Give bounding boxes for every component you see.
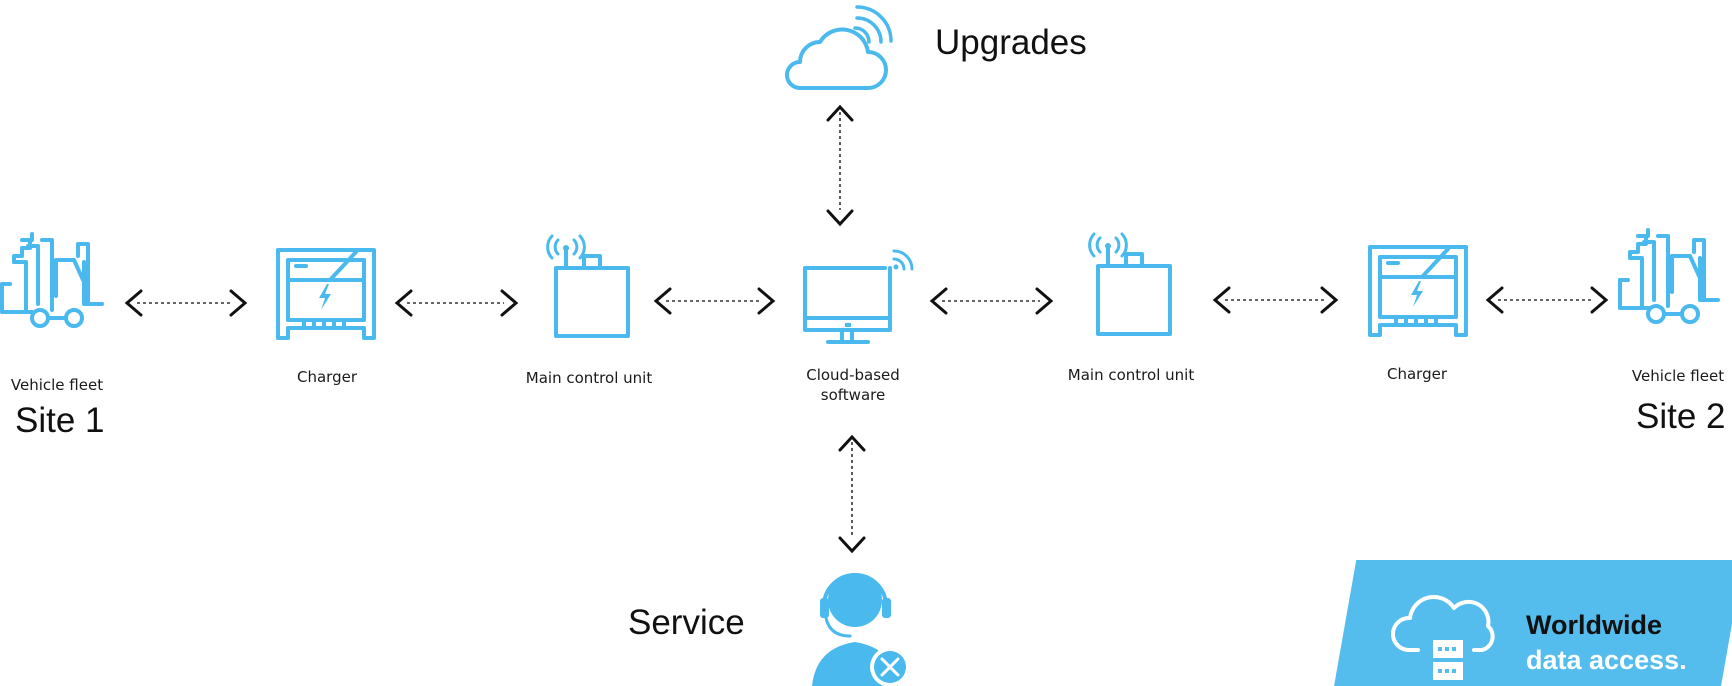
- banner-line2: data access.: [1526, 645, 1687, 675]
- bidirectional-arrow-3: [653, 287, 776, 315]
- worldwide-data-banner: Worldwide data access.: [1334, 560, 1732, 686]
- charger-right-icon: [1368, 245, 1468, 337]
- cloud-server-icon: [1391, 594, 1495, 680]
- main-control-unit-right-label: Main control unit: [1068, 366, 1195, 384]
- vehicle-fleet-left-label: Vehicle fleet: [11, 376, 103, 394]
- bidirectional-arrow-1: [124, 289, 248, 317]
- vertical-arrow-upgrades: [826, 104, 854, 227]
- service-label: Service: [628, 603, 745, 642]
- bidirectional-arrow-6: [1485, 286, 1609, 314]
- vehicle-fleet-left-icon: [0, 232, 104, 328]
- cloud-software-label-line2: software: [821, 386, 885, 404]
- main-control-unit-left-icon: [546, 234, 630, 338]
- banner-line1: Worldwide: [1526, 610, 1662, 640]
- main-control-unit-left-label: Main control unit: [526, 369, 653, 387]
- main-control-unit-right-icon: [1088, 232, 1172, 336]
- site1-label: Site 1: [15, 401, 105, 440]
- support-agent-icon: [812, 573, 910, 686]
- charger-left-icon: [276, 248, 376, 340]
- vehicle-fleet-right-icon: [1618, 228, 1720, 324]
- monitor-icon: [803, 249, 914, 344]
- vertical-arrow-service: [838, 434, 866, 554]
- site2-label: Site 2: [1636, 397, 1726, 436]
- cloud-software-label-line1: Cloud-based: [806, 366, 900, 384]
- charger-left-label: Charger: [297, 368, 358, 386]
- charger-right-label: Charger: [1387, 365, 1448, 383]
- upgrades-label: Upgrades: [935, 23, 1087, 62]
- cloud-icon: [785, 5, 893, 90]
- vehicle-fleet-right-label: Vehicle fleet: [1632, 367, 1724, 385]
- bidirectional-arrow-2: [394, 289, 519, 317]
- bidirectional-arrow-4: [929, 287, 1054, 315]
- bidirectional-arrow-5: [1212, 286, 1339, 314]
